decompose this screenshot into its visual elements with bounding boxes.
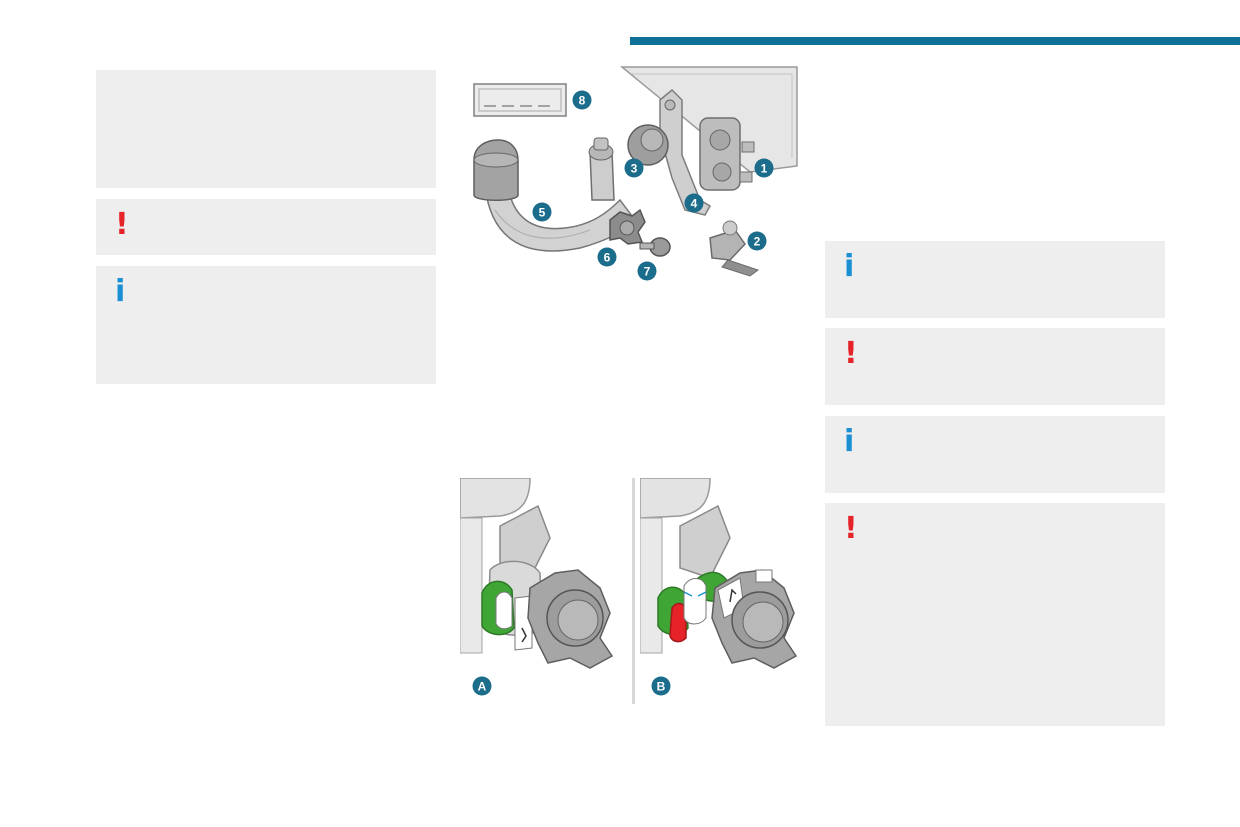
callout-3: 3 bbox=[624, 158, 644, 178]
info-icon: i bbox=[115, 274, 126, 309]
callout-a: A bbox=[472, 676, 492, 696]
svg-text:7: 7 bbox=[644, 265, 651, 279]
callout-7: 7 bbox=[637, 261, 657, 281]
svg-text:5: 5 bbox=[539, 206, 546, 220]
callout-2: 2 bbox=[747, 231, 767, 251]
warning-panel: ! bbox=[96, 199, 436, 255]
towbar-components-figure: 1 2 3 4 5 6 7 8 bbox=[473, 66, 798, 281]
warning-icon: ! bbox=[115, 207, 129, 242]
info-icon: i bbox=[844, 424, 855, 459]
warning-icon: ! bbox=[844, 511, 858, 546]
info-panel: i bbox=[825, 241, 1165, 318]
note-panel bbox=[96, 70, 436, 188]
warning-panel: ! bbox=[825, 328, 1165, 405]
warning-panel: ! bbox=[825, 503, 1165, 726]
info-panel: i bbox=[96, 266, 436, 384]
svg-text:B: B bbox=[657, 680, 666, 694]
figure-divider bbox=[632, 478, 635, 704]
warning-icon: ! bbox=[844, 336, 858, 371]
svg-text:3: 3 bbox=[631, 162, 638, 176]
lock-indicator-figure-b: B bbox=[640, 478, 798, 696]
svg-text:1: 1 bbox=[761, 162, 768, 176]
svg-text:2: 2 bbox=[754, 235, 761, 249]
svg-text:8: 8 bbox=[579, 94, 586, 108]
header-accent-bar bbox=[630, 37, 1240, 45]
lock-indicator-figure-a: A bbox=[460, 478, 614, 696]
svg-text:6: 6 bbox=[604, 251, 611, 265]
callout-5: 5 bbox=[532, 202, 552, 222]
callout-b: B bbox=[651, 676, 671, 696]
callout-6: 6 bbox=[597, 247, 617, 267]
svg-text:A: A bbox=[478, 680, 487, 694]
callout-4: 4 bbox=[684, 193, 704, 213]
svg-text:4: 4 bbox=[691, 197, 698, 211]
callout-1: 1 bbox=[754, 158, 774, 178]
info-panel: i bbox=[825, 416, 1165, 493]
info-icon: i bbox=[844, 249, 855, 284]
callout-8: 8 bbox=[572, 90, 592, 110]
